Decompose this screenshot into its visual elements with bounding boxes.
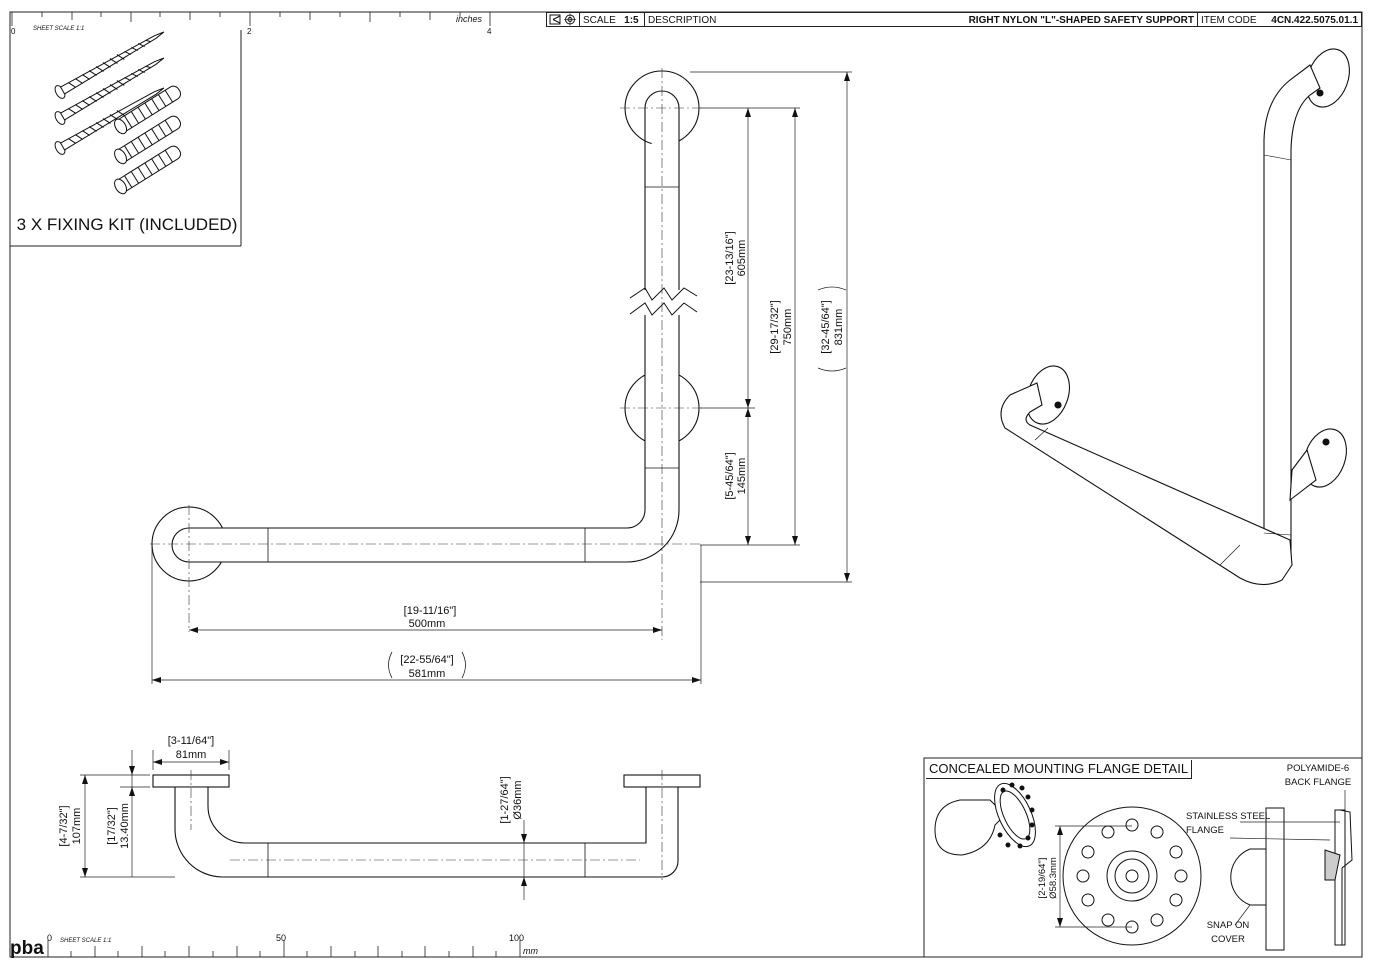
bottom-ruler-unit: mm — [523, 946, 538, 956]
callout-snap-line2: COVER — [1211, 934, 1245, 945]
callout-stainless: STAINLESS STEEL FLANGE — [1186, 810, 1270, 838]
flange-detail-panel — [923, 757, 1363, 958]
item-code: 4CN.422.5075.01.1 — [1271, 15, 1358, 26]
isometric-view — [1000, 48, 1350, 586]
flange-detail-drawing — [934, 782, 1353, 951]
dim-36-inch: [1-27/64"] — [499, 776, 511, 823]
flange-detail-leaders — [1055, 790, 1346, 928]
bottom-ruler-label-50: 50 — [276, 933, 286, 943]
bottom-ruler-label-100: 100 — [509, 933, 524, 943]
flange-arrows — [1057, 826, 1063, 927]
description-label: DESCRIPTION — [648, 15, 717, 26]
top-inch-ruler — [10, 11, 491, 26]
dim-145-mm: 145mm — [736, 458, 748, 495]
front-view — [151, 70, 700, 582]
callout-polyamide: POLYAMIDE-6 BACK FLANGE — [1278, 762, 1358, 790]
l-shaped-bar — [171, 90, 680, 563]
dim-581-inch: [22-55/64"] — [400, 654, 453, 666]
fixing-kit-panel — [10, 30, 242, 247]
flange-dim-mm: Ø58.3mm — [1048, 857, 1059, 899]
dim-831-mm: 831mm — [833, 309, 845, 346]
side-view — [152, 774, 701, 878]
dim-13-mm: 13.40mm — [119, 803, 131, 849]
screw-icon — [54, 31, 165, 155]
top-ruler-label-0: 0 — [11, 27, 16, 36]
wall-plug-icon — [114, 85, 182, 195]
side-centerlines — [190, 770, 663, 880]
callout-polyamide-line1: POLYAMIDE-6 — [1286, 763, 1350, 774]
product-title: RIGHT NYLON "L"-SHAPED SAFETY SUPPORT — [968, 15, 1194, 26]
snap-cover — [1230, 848, 1267, 906]
elbow-sketch — [934, 799, 1006, 856]
brand-logo: pba — [10, 938, 44, 959]
dim-81-mm: 81mm — [176, 749, 207, 761]
bottom-ruler-label-0: 0 — [47, 933, 52, 943]
dim-581-mm: 581mm — [409, 668, 446, 680]
dim-831-inch: [32-45/64"] — [820, 300, 832, 353]
back-flange — [1265, 807, 1285, 951]
flange-detail-title: CONCEALED MOUNTING FLANGE DETAIL — [926, 760, 1193, 779]
sheet-border — [9, 11, 1363, 958]
item-code-label: ITEM CODE — [1201, 15, 1257, 26]
dim-750-mm: 750mm — [782, 309, 794, 346]
top-ruler-unit: inches — [456, 14, 483, 24]
side-bar — [174, 786, 679, 878]
top-ruler-label-2: 2 — [247, 27, 252, 36]
dim-605-inch: [23-13/16"] — [724, 231, 736, 284]
iso-horizontal-bar — [1000, 382, 1293, 586]
dim-605-mm: 605mm — [736, 240, 748, 277]
dim-107-inch: [4-7/32"] — [58, 805, 70, 846]
centerlines — [150, 68, 705, 640]
scale-value: 1:5 — [624, 15, 639, 26]
bottom-ruler-sheet-scale: SHEET SCALE 1:1 — [60, 938, 111, 944]
top-ruler-label-4: 4 — [487, 27, 492, 36]
break-line — [629, 287, 698, 301]
top-ruler-sheet-scale: SHEET SCALE 1:1 — [33, 26, 84, 32]
dim-107-mm: 107mm — [71, 808, 83, 845]
dim-500-mm: 500mm — [409, 618, 446, 630]
flange-dim-inch: [2-19/64"] — [1037, 858, 1048, 899]
side-arrows — [82, 759, 527, 886]
bottom-mm-ruler — [47, 940, 521, 958]
callout-polyamide-line2: BACK FLANGE — [1284, 777, 1352, 788]
callout-stainless-line2: FLANGE — [1186, 825, 1225, 836]
dim-750-inch: [29-17/32"] — [769, 300, 781, 353]
callout-snap-cover: SNAP ON COVER — [1203, 919, 1253, 947]
projection-icon — [549, 13, 576, 26]
dim-145-inch: [5-45/64"] — [724, 452, 736, 499]
dimension-arrows — [152, 72, 850, 683]
callout-stainless-line1: STAINLESS STEEL — [1186, 811, 1271, 822]
fixing-kit-label: 3 X FIXING KIT (INCLUDED) — [16, 215, 238, 234]
dim-36-mm: Ø36mm — [512, 780, 524, 819]
scale-label-text: SCALE — [583, 15, 616, 26]
front-dimensions — [151, 71, 852, 684]
callout-snap-line1: SNAP ON — [1206, 920, 1250, 931]
dim-13-inch: [17/32"] — [106, 807, 118, 845]
dim-500-inch: [19-11/16"] — [404, 605, 457, 617]
dim-81-inch: [3-11/64"] — [168, 735, 215, 747]
